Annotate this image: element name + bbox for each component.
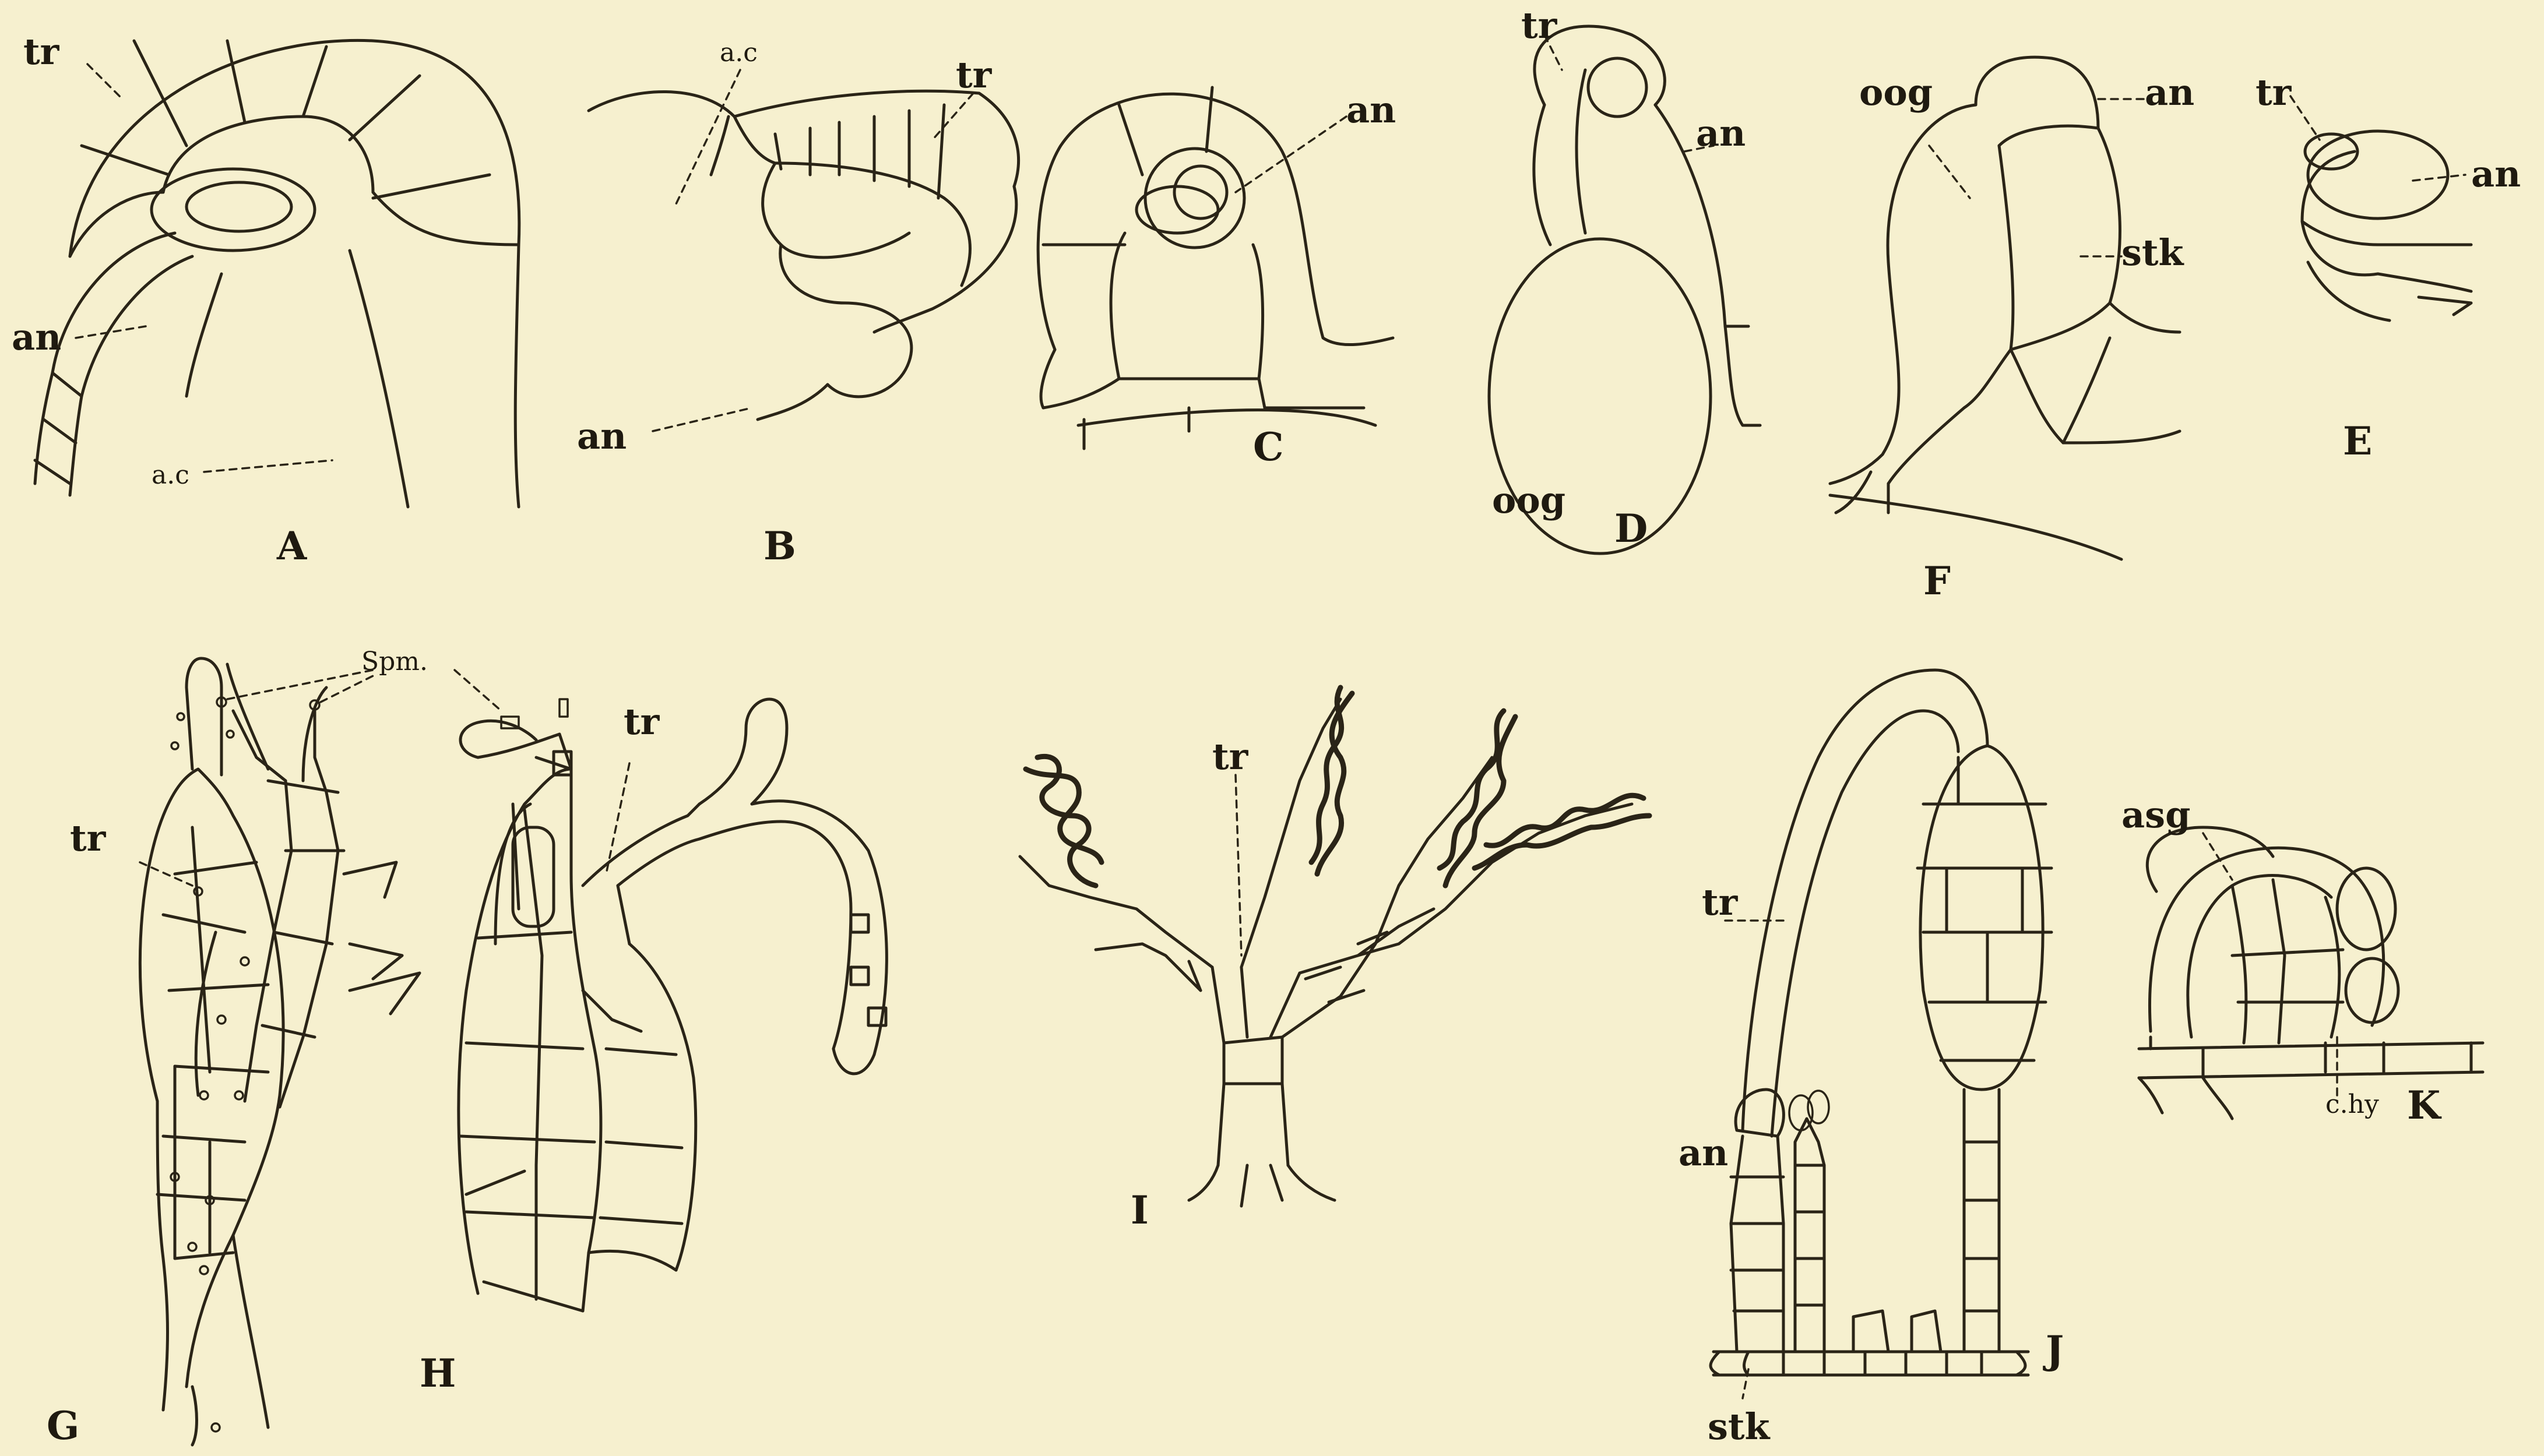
figure-a: tr an a.c A	[12, 30, 519, 569]
figure-k: asg c.hy K	[2121, 794, 2483, 1128]
figure-i: tr I	[1020, 688, 1649, 1233]
label-j-tr: tr	[1702, 881, 1739, 923]
label-i-tr: tr	[1212, 735, 1249, 778]
figure-d: tr an oog D	[1489, 4, 1760, 554]
label-b-tr: tr	[956, 54, 993, 96]
label-b-an: an	[577, 415, 627, 457]
figure-b: a.c tr an B	[577, 38, 1019, 569]
label-k-chy: c.hy	[2325, 1090, 2379, 1119]
figure-g: tr G	[47, 658, 420, 1448]
figure-c: an C	[1038, 87, 1396, 470]
label-e-tr: tr	[2256, 71, 2292, 114]
figure-letter-a: A	[276, 523, 307, 569]
label-k-asg: asg	[2121, 794, 2190, 836]
figure-e: tr an E	[2256, 71, 2521, 464]
label-d-oog: oog	[1492, 479, 1565, 521]
label-a-ac: a.c	[152, 460, 189, 490]
label-h-tr: tr	[624, 700, 660, 743]
label-f-stk: stk	[2121, 231, 2185, 274]
figure-letter-g: G	[47, 1403, 79, 1448]
label-j-stk: stk	[1708, 1405, 1771, 1448]
label-spm: Spm.	[361, 647, 428, 676]
figure-letter-c: C	[1253, 424, 1284, 470]
label-d-tr: tr	[1521, 4, 1558, 47]
figure-f: oog an stk F	[1830, 57, 2194, 604]
figure-letter-k: K	[2407, 1083, 2442, 1128]
figure-letter-i: I	[1131, 1187, 1149, 1233]
figure-h: tr H	[420, 699, 886, 1396]
label-a-tr: tr	[23, 30, 60, 73]
spm-annotation: Spm.	[217, 647, 501, 711]
label-c-an: an	[1346, 89, 1396, 131]
figure-letter-d: D	[1614, 506, 1648, 551]
figure-letter-b: B	[763, 523, 796, 569]
figure-letter-f: F	[1923, 558, 1951, 604]
figure-letter-e: E	[2343, 418, 2372, 464]
label-g-tr: tr	[70, 817, 107, 859]
label-b-ac: a.c	[720, 38, 758, 68]
label-f-an: an	[2145, 71, 2194, 114]
figure-letter-h: H	[420, 1351, 456, 1396]
label-a-an: an	[12, 316, 61, 358]
label-j-an: an	[1679, 1131, 1728, 1174]
figure-letter-j: J	[2043, 1327, 2064, 1373]
figure-j: tr an stk J	[1679, 670, 2064, 1448]
label-e-an: an	[2471, 153, 2521, 195]
label-d-an: an	[1696, 112, 1746, 154]
label-f-oog: oog	[1859, 71, 1933, 114]
